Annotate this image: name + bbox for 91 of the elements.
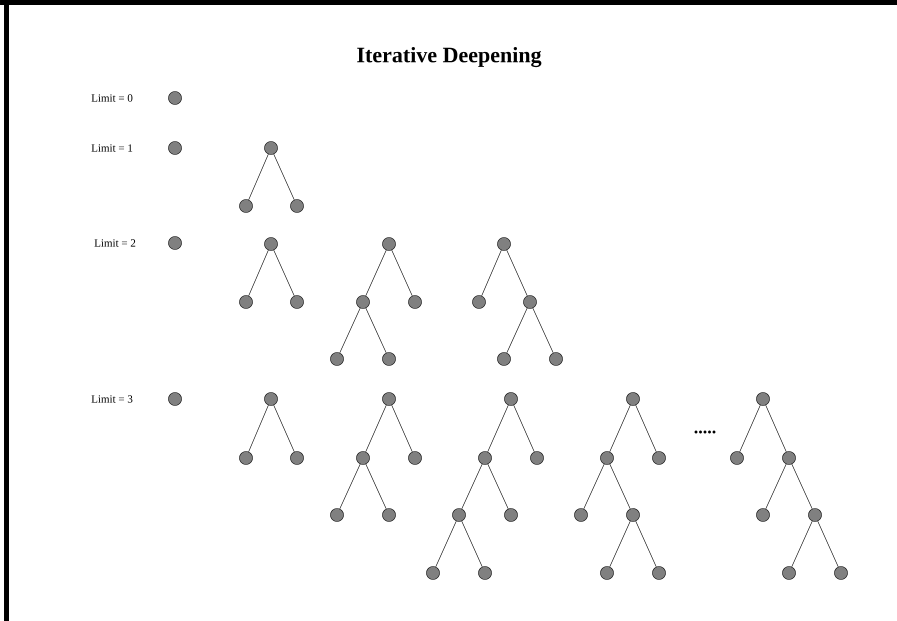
tree-node: [600, 566, 614, 580]
tree-edge: [817, 520, 839, 568]
limit-label: Limit = 3: [92, 395, 132, 403]
ellipsis-dots: .....: [694, 430, 716, 434]
tree-edge: [584, 464, 604, 510]
tree-node: [504, 392, 518, 406]
tree-edge: [635, 404, 657, 452]
tree-edge: [609, 520, 631, 568]
tree-node: [382, 352, 396, 366]
tree-edge: [739, 404, 761, 452]
tree-node: [756, 508, 770, 522]
tree-node: [600, 451, 614, 465]
tree-edge: [392, 250, 413, 296]
tree-edge: [766, 464, 786, 510]
tree-node: [549, 352, 563, 366]
tree-node: [264, 237, 278, 251]
tree-node: [382, 237, 396, 251]
tree-node: [756, 392, 770, 406]
tree-node: [834, 566, 848, 580]
tree-node: [472, 295, 486, 309]
tree-edge: [487, 404, 509, 452]
tree-node: [290, 451, 304, 465]
tree-node: [382, 392, 396, 406]
tree-node: [290, 199, 304, 213]
tree-edge: [248, 404, 269, 452]
tree-node: [574, 508, 588, 522]
tree-node: [497, 352, 511, 366]
tree-edge: [609, 404, 631, 452]
tree-node: [264, 141, 278, 155]
tree-edge: [532, 308, 554, 354]
tree-node: [239, 199, 253, 213]
tree-edge: [462, 464, 482, 510]
tree-node: [408, 295, 422, 309]
tree-edge: [488, 464, 508, 510]
tree-node: [239, 451, 253, 465]
tree-node: [782, 451, 796, 465]
tree-edge: [274, 250, 295, 296]
tree-edge: [365, 404, 387, 452]
tree-node: [426, 566, 440, 580]
tree-node: [290, 295, 304, 309]
title: Iterative Deepening: [357, 46, 542, 68]
tree-node: [168, 236, 182, 250]
tree-edge: [513, 404, 535, 452]
tree-node: [330, 508, 344, 522]
tree-edge: [274, 154, 295, 200]
tree-node: [530, 451, 544, 465]
tree-node: [782, 566, 796, 580]
tree-edge: [248, 250, 269, 296]
tree-node: [356, 451, 370, 465]
tree-node: [652, 566, 666, 580]
tree-node: [626, 392, 640, 406]
tree-edge: [366, 308, 386, 354]
limit-label: Limit = 1: [92, 144, 132, 152]
tree-node: [452, 508, 466, 522]
tree-edge: [765, 404, 787, 452]
tree-node: [264, 392, 278, 406]
tree-node: [730, 451, 744, 465]
tree-node: [478, 451, 492, 465]
tree-node: [168, 91, 182, 105]
tree-edge: [365, 250, 387, 296]
tree-node: [504, 508, 518, 522]
tree-edge: [273, 404, 295, 452]
tree-edge: [436, 520, 457, 568]
tree-node: [497, 237, 511, 251]
tree-node: [408, 451, 422, 465]
tree-edge: [248, 154, 269, 200]
tree-edge: [792, 464, 812, 510]
tree-node: [808, 508, 822, 522]
tree-edge: [340, 308, 360, 354]
tree-node: [356, 295, 370, 309]
tree-edge: [366, 464, 386, 510]
tree-edge: [506, 250, 528, 296]
limit-label: Limit = 0: [92, 94, 132, 102]
tree-node: [168, 141, 182, 155]
tree-edge: [481, 250, 502, 296]
tree-edge: [791, 520, 813, 568]
tree-node: [626, 508, 640, 522]
tree-edge: [635, 520, 657, 568]
tree-node: [652, 451, 666, 465]
tree-edge: [506, 308, 528, 354]
tree-node: [478, 566, 492, 580]
tree-node: [239, 295, 253, 309]
tree-node: [168, 392, 182, 406]
tree-node: [330, 352, 344, 366]
tree-edge: [340, 464, 360, 510]
tree-edge: [461, 520, 483, 568]
tree-node: [382, 508, 396, 522]
limit-label: Limit = 2: [94, 239, 136, 247]
tree-node: [523, 295, 537, 309]
tree-edge: [610, 464, 630, 510]
tree-edge: [391, 404, 413, 452]
